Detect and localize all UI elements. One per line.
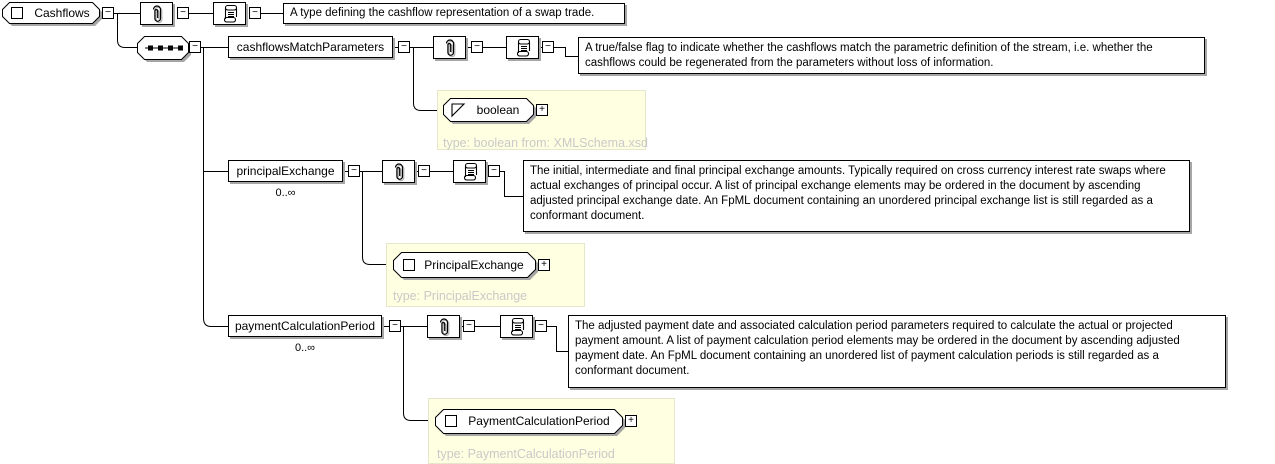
annotation-box[interactable] — [453, 160, 486, 183]
collapse-toggle[interactable]: − — [348, 165, 360, 177]
collapse-toggle[interactable]: − — [542, 41, 554, 53]
element-cashflowsmatchparameters[interactable]: cashflowsMatchParameters — [228, 36, 393, 58]
collapse-toggle[interactable]: − — [488, 165, 500, 177]
paperclip-icon — [439, 317, 449, 336]
root-element-label: Cashflows — [34, 5, 90, 20]
type-principalexchange-label: PrincipalExchange — [424, 257, 524, 272]
annotation-box[interactable] — [506, 36, 539, 59]
collapse-toggle[interactable]: − — [418, 165, 430, 177]
collapse-toggle[interactable]: − — [471, 41, 483, 53]
expand-toggle[interactable]: + — [625, 415, 637, 427]
collapse-toggle[interactable]: − — [177, 7, 189, 19]
scroll-icon — [516, 38, 530, 57]
attributes-box[interactable] — [140, 2, 173, 25]
element-principalexchange[interactable]: principalExchange — [228, 160, 343, 182]
sequence-indicator[interactable] — [137, 36, 193, 64]
type-boolean-label: boolean — [476, 102, 520, 117]
collapse-toggle[interactable]: − — [189, 41, 201, 53]
annotation-box[interactable] — [213, 2, 246, 25]
expand-toggle[interactable]: + — [538, 259, 550, 271]
type-note: type: boolean from: XMLSchema.xsd — [443, 136, 648, 150]
collapse-toggle[interactable]: − — [398, 41, 410, 53]
type-paymentcalculationperiod-label: PaymentCalculationPeriod — [468, 414, 610, 428]
type-note: type: PaymentCalculationPeriod — [437, 447, 615, 461]
occurrence-label: 0..∞ — [294, 342, 316, 354]
attributes-box[interactable] — [433, 36, 466, 59]
simple-type-icon — [451, 103, 466, 118]
collapse-toggle[interactable]: − — [463, 320, 475, 332]
collapse-toggle[interactable]: − — [249, 7, 261, 19]
type-paymentcalculationperiod-shape[interactable] — [435, 409, 627, 438]
complex-type-icon — [11, 7, 23, 19]
complex-type-icon — [445, 415, 457, 427]
paperclip-icon — [152, 4, 162, 23]
type-note: type: PrincipalExchange — [393, 289, 528, 303]
expand-toggle[interactable]: + — [536, 104, 548, 116]
annotation-text: The initial, intermediate and final prin… — [523, 160, 1190, 232]
collapse-toggle[interactable]: − — [535, 320, 547, 332]
attributes-box[interactable] — [382, 160, 415, 183]
scroll-icon — [463, 162, 477, 181]
collapse-toggle[interactable]: − — [102, 7, 114, 19]
element-cashflows-shape[interactable] — [2, 2, 104, 28]
annotation-text: The adjusted payment date and associated… — [568, 315, 1226, 388]
scroll-icon — [510, 317, 524, 336]
scroll-icon — [223, 4, 237, 23]
complex-type-icon — [403, 259, 415, 271]
type-boolean-shape[interactable] — [443, 98, 538, 126]
element-paymentcalculationperiod[interactable]: paymentCalculationPeriod — [228, 315, 382, 337]
annotation-box[interactable] — [500, 315, 533, 338]
attributes-box[interactable] — [427, 315, 460, 338]
type-principalexchange-shape[interactable] — [393, 252, 540, 282]
paperclip-icon — [445, 38, 455, 57]
annotation-text: A type defining the cashflow representat… — [283, 3, 625, 24]
collapse-toggle[interactable]: − — [389, 320, 401, 332]
occurrence-label: 0..∞ — [275, 187, 296, 199]
sequence-icon — [145, 45, 183, 51]
annotation-text: A true/false flag to indicate whether th… — [578, 37, 1205, 74]
paperclip-icon — [394, 162, 404, 181]
